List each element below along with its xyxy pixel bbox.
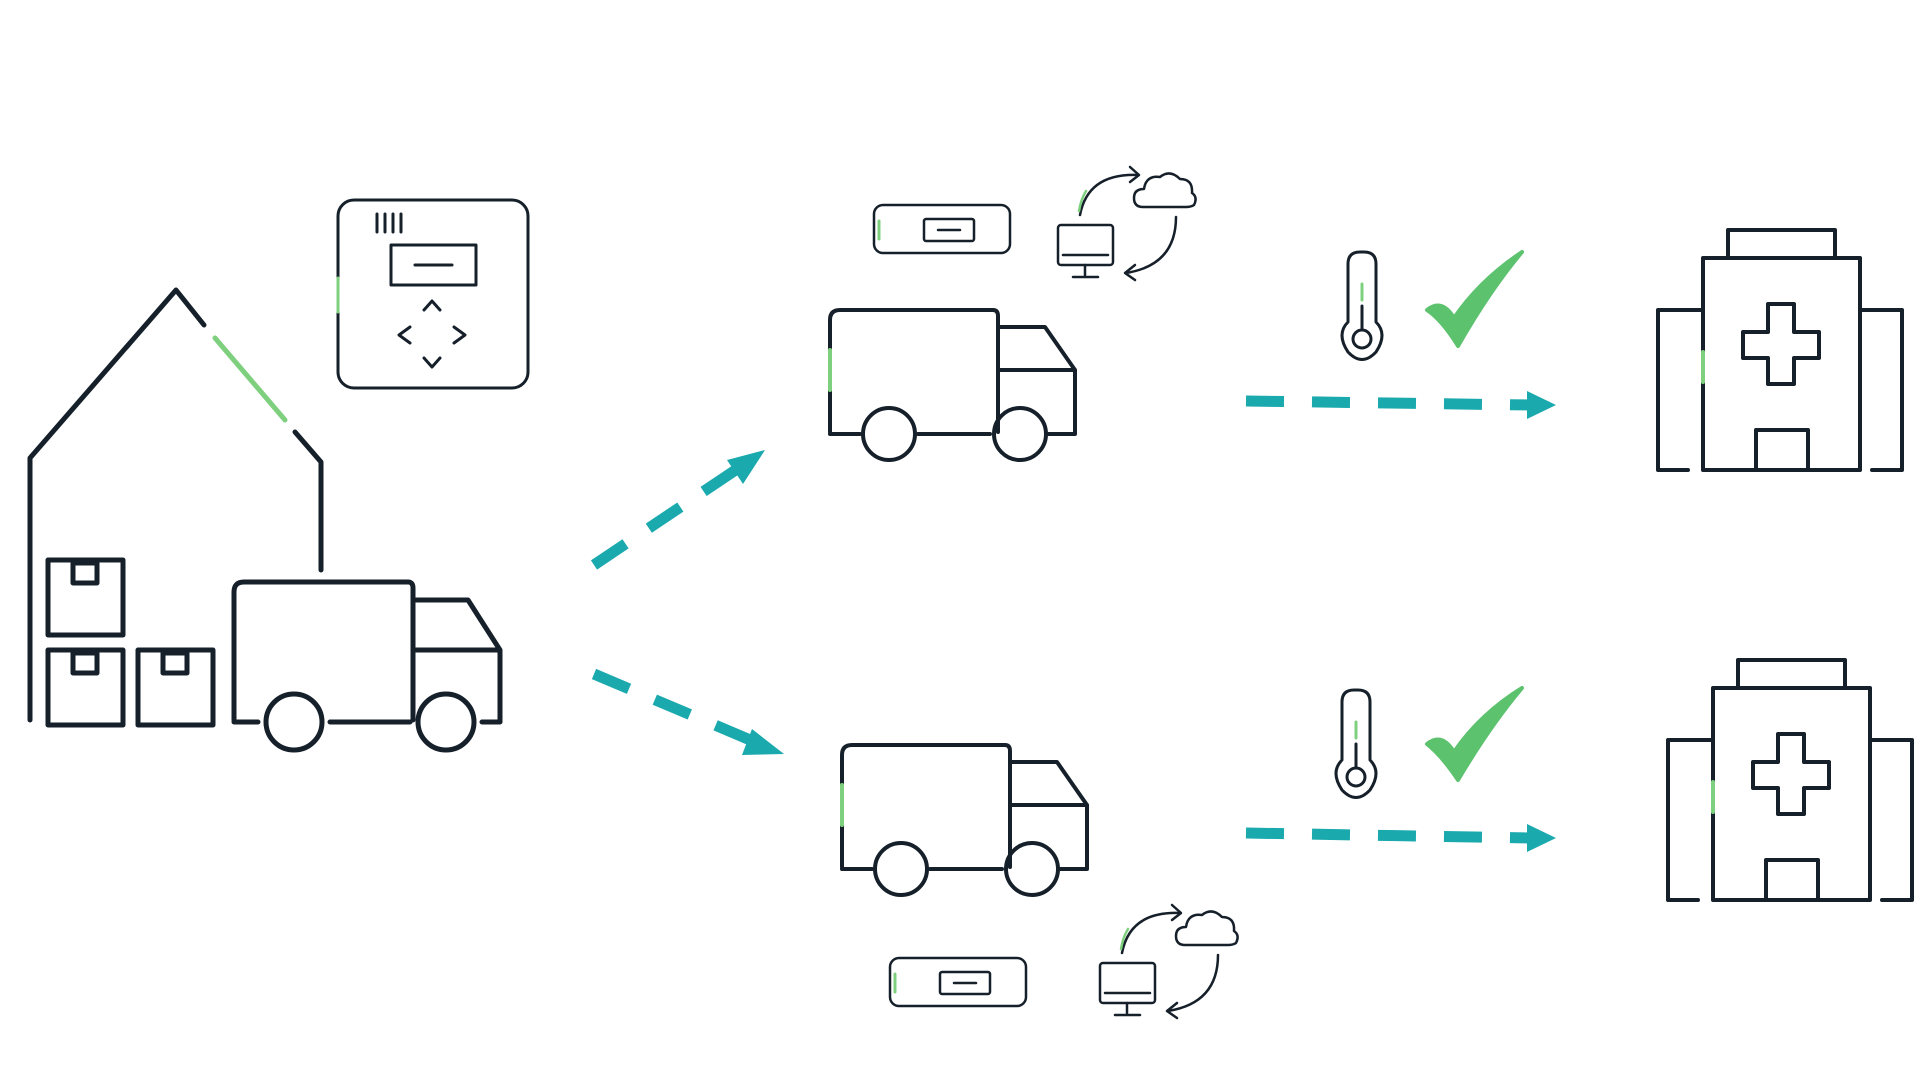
box-icon [45, 647, 126, 728]
box-icon [45, 557, 126, 638]
route-arrow-lower [591, 668, 784, 755]
delivery-truck-icon [840, 743, 1089, 897]
route-arrow-to-hospital-upper [1245, 391, 1556, 419]
hospital-icon [1656, 228, 1904, 472]
cloud-sync-icon [1098, 903, 1239, 1020]
route-arrow-to-hospital-lower [1245, 824, 1556, 852]
route-arrow-upper [590, 450, 765, 570]
delivery-truck-icon [231, 579, 503, 753]
delivery-truck-icon [828, 308, 1077, 462]
thermometer-icon [1334, 688, 1378, 799]
temperature-data-logger-icon [336, 198, 530, 390]
hospital-icon [1666, 658, 1914, 902]
usb-temperature-sensor-icon [872, 203, 1012, 255]
cloud-sync-icon [1056, 165, 1197, 282]
thermometer-icon [1340, 250, 1384, 361]
checkmark-icon [1425, 250, 1524, 348]
warehouse-icon [27, 287, 324, 723]
usb-temperature-sensor-icon [888, 956, 1028, 1008]
box-icon [135, 647, 216, 728]
checkmark-icon [1425, 686, 1524, 782]
